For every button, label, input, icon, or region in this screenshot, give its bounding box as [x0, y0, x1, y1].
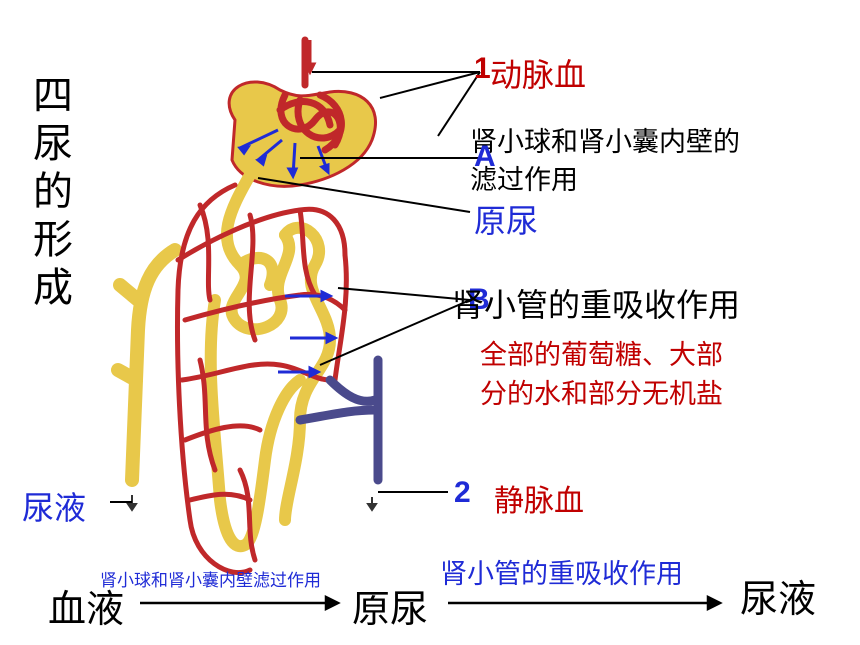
label-primary-urine: 原尿 — [474, 202, 539, 240]
flow-step-primary-urine: 原尿 — [352, 587, 429, 631]
label-reabsorbed-line2: 分的水和部分无机盐 — [480, 379, 723, 410]
inflow-arrow — [303, 40, 317, 76]
flow-process-filtration: 肾小球和肾小囊内壁滤过作用 — [100, 571, 321, 591]
reabsorption-arrows — [278, 289, 339, 379]
label-num-1: 1 — [474, 52, 491, 85]
label-letter-b: B — [468, 283, 490, 316]
page-title: 四尿的形成 — [33, 73, 73, 311]
leader-lines — [110, 71, 481, 503]
label-reabsorbed-line1: 全部的葡萄糖、大部 — [480, 340, 723, 371]
renal-vein — [295, 355, 383, 485]
collecting-duct — [111, 243, 182, 487]
label-urine: 尿液 — [22, 489, 87, 527]
flow-arrows — [140, 594, 723, 612]
label-venous-blood: 静脉血 — [494, 484, 584, 519]
outflow-arrows — [126, 495, 378, 512]
flow-process-reabsorption: 肾小管的重吸收作用 — [440, 559, 683, 590]
label-num-2: 2 — [454, 476, 471, 509]
label-letter-a: A — [474, 140, 496, 173]
label-filtration-line2: 滤过作用 — [470, 165, 578, 196]
flow-step-blood: 血液 — [48, 587, 125, 631]
label-arterial-blood: 动脉血 — [490, 56, 587, 94]
label-reabsorption: 肾小管的重吸收作用 — [452, 286, 741, 324]
label-filtration-line1: 肾小球和肾小囊内壁的 — [470, 127, 740, 158]
flow-step-urine: 尿液 — [740, 577, 817, 621]
